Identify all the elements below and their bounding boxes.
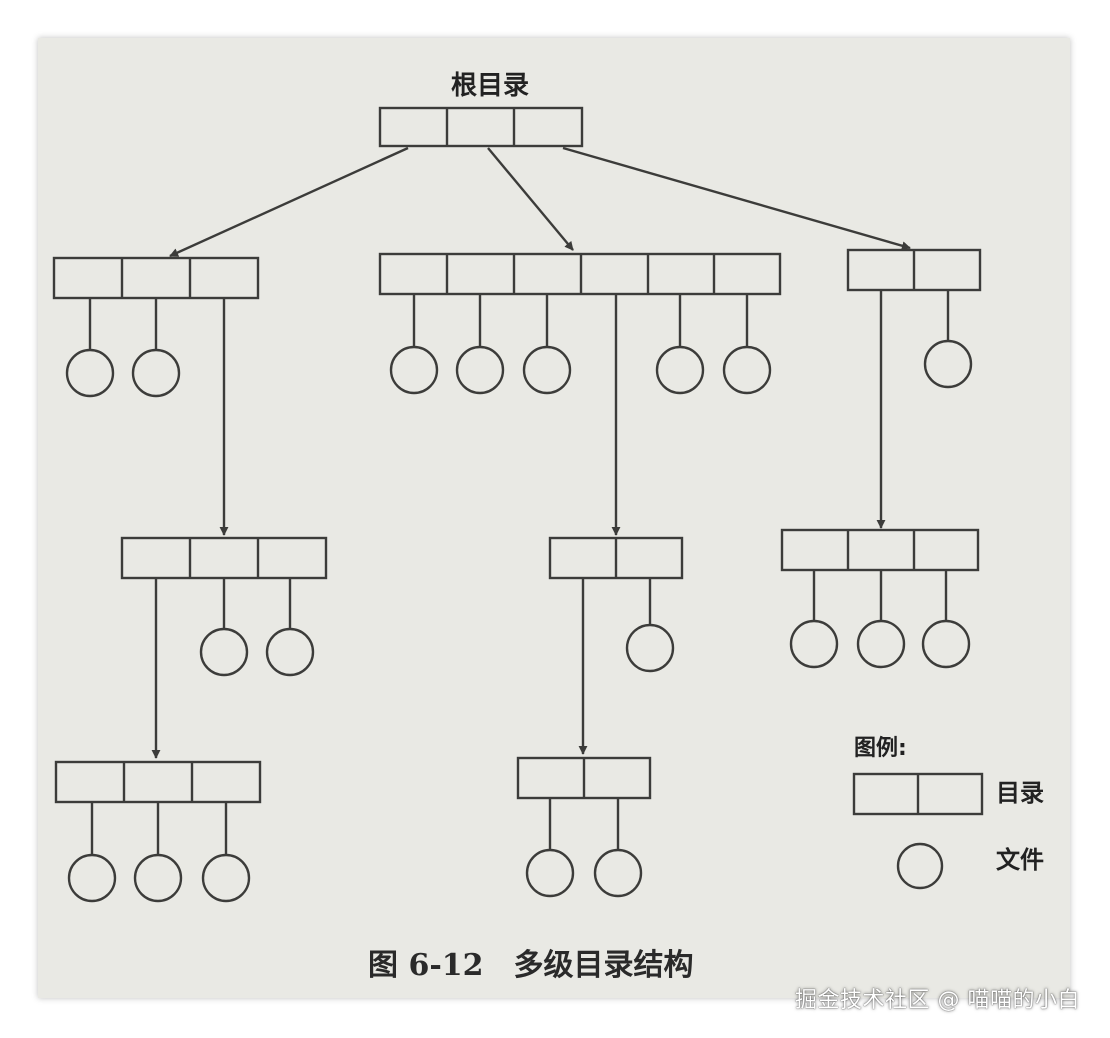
file-circle <box>199 627 249 677</box>
dir-l3-left <box>54 760 262 804</box>
dir-l2-right <box>780 528 980 572</box>
arrow-root-to-middle <box>487 147 574 251</box>
file-circle <box>265 627 315 677</box>
root-label: 根目录 <box>451 71 529 101</box>
legend-file-symbol <box>896 842 944 890</box>
file-circle <box>625 623 675 673</box>
file-circle <box>389 345 439 395</box>
dir-l1-middle <box>378 252 782 296</box>
legend-file-label: 文件 <box>996 846 1044 874</box>
multilevel-directory-diagram: 根目录 <box>52 71 1044 983</box>
watermark-text: 掘金技术社区 @ 喵喵的小白 <box>795 988 1080 1013</box>
dir-l1-left <box>52 256 260 300</box>
figure-frame: 根目录 <box>38 38 1070 998</box>
dir-l1-right <box>846 248 982 292</box>
file-circle <box>921 619 971 669</box>
figure-caption: 图 6-12 多级目录结构 <box>368 948 694 983</box>
arrow-root-to-left <box>169 146 409 258</box>
file-circle <box>722 345 772 395</box>
legend-dir-symbol <box>852 772 984 816</box>
file-circle <box>522 345 572 395</box>
dir-l2-middle <box>548 536 684 580</box>
file-circle <box>65 348 115 398</box>
dir-l3-middle <box>516 756 652 800</box>
file-circle <box>593 848 643 898</box>
file-circle <box>655 345 705 395</box>
file-circle <box>201 853 251 903</box>
root-directory <box>378 106 584 148</box>
file-circle <box>789 619 839 669</box>
legend-title: 图例: <box>854 736 907 761</box>
file-circle <box>67 853 117 903</box>
file-circle <box>856 619 906 669</box>
file-circle <box>923 339 973 389</box>
dir-l2-left <box>120 536 328 580</box>
legend-dir-label: 目录 <box>996 779 1044 807</box>
file-circle <box>525 848 575 898</box>
file-circle <box>133 853 183 903</box>
arrow-root-to-right <box>562 146 911 251</box>
file-circle <box>131 348 181 398</box>
legend: 图例: 目录 文件 <box>852 736 1044 890</box>
file-circle <box>455 345 505 395</box>
